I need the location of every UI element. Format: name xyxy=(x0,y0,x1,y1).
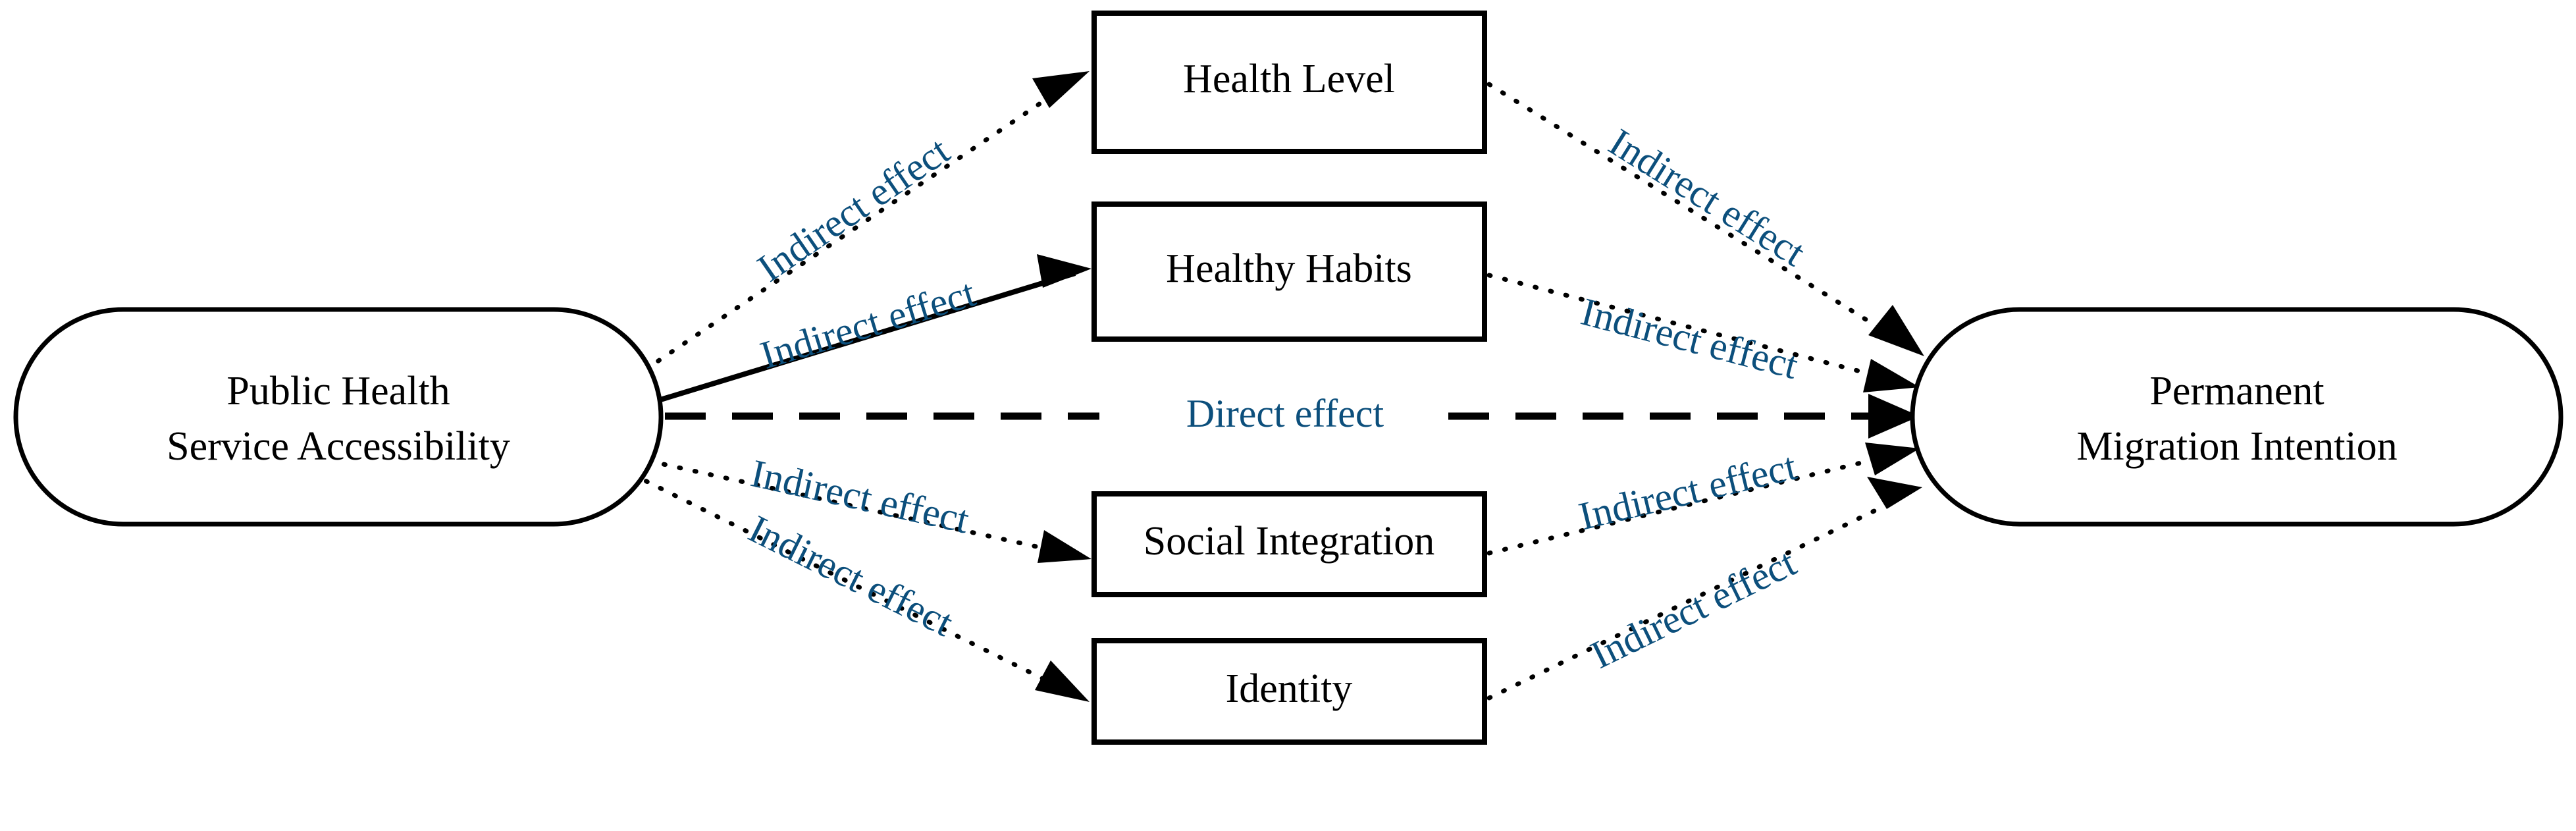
target-node-label-line2: Migration Intention xyxy=(2076,424,2397,469)
arrowhead-icon xyxy=(1038,530,1091,563)
edge-line-social-integration-pmi xyxy=(1486,452,1899,556)
mediator-node-label: Social Integration xyxy=(1143,519,1434,564)
node-public-health-service-accessibility[interactable]: Public Health Service Accessibility xyxy=(13,307,664,527)
node-social-integration[interactable]: Social Integration xyxy=(1091,491,1487,597)
edge-phsa-to-health-level xyxy=(629,71,1090,381)
arrowhead-icon xyxy=(1868,394,1920,439)
edge-healthy-habits-to-pmi xyxy=(1486,273,1920,392)
mediator-node-label: Identity xyxy=(1226,666,1353,711)
arrowhead-icon xyxy=(1865,442,1920,475)
mediator-node-shape xyxy=(1091,638,1487,745)
source-node-label-line2: Service Accessibility xyxy=(167,424,510,469)
target-node-shape xyxy=(1910,307,2563,527)
arrowhead-icon xyxy=(1867,477,1922,509)
arrowhead-icon xyxy=(1863,359,1920,392)
edge-phsa-to-social-integration xyxy=(646,458,1091,563)
mediator-node-shape xyxy=(1091,11,1487,154)
node-permanent-migration-intention[interactable]: Permanent Migration Intention xyxy=(1910,307,2563,527)
edge-line-phsa-health-level xyxy=(629,76,1079,381)
edge-health-level-to-pmi xyxy=(1486,82,1924,356)
edge-label-identity-pmi: Indirect effect xyxy=(1584,541,1802,677)
edge-label-health-level-pmi: Indirect effect xyxy=(1602,120,1813,275)
edge-identity-to-pmi xyxy=(1486,477,1922,701)
mediator-node-label: Health Level xyxy=(1183,57,1395,101)
edge-phsa-to-identity xyxy=(629,471,1090,702)
edge-social-integration-to-pmi xyxy=(1486,442,1920,556)
edge-line-identity-pmi xyxy=(1486,496,1903,701)
edge-phsa-to-pmi-direct xyxy=(665,394,1920,439)
edge-line-health-level-pmi xyxy=(1486,82,1905,345)
mediator-node-shape xyxy=(1091,201,1487,342)
target-node-label-line1: Permanent xyxy=(2149,369,2324,414)
edge-label-healthy-habits-pmi: Indirect effect xyxy=(1577,290,1802,387)
edge-line-phsa-social-integration xyxy=(646,458,1078,558)
source-node-shape xyxy=(13,307,664,527)
edge-line-phsa-identity xyxy=(629,471,1074,695)
arrowhead-icon xyxy=(1032,71,1090,108)
node-identity[interactable]: Identity xyxy=(1091,638,1487,745)
edge-label-social-integration-pmi: Indirect effect xyxy=(1575,444,1801,538)
node-healthy-habits[interactable]: Healthy Habits xyxy=(1091,201,1487,342)
edge-line-healthy-habits-pmi xyxy=(1486,273,1899,383)
edge-label-phsa-health-level: Indirect effect xyxy=(750,128,957,290)
mediator-node-shape xyxy=(1091,491,1487,597)
mediator-node-label: Healthy Habits xyxy=(1166,246,1412,291)
edge-label-direct-effect: Direct effect xyxy=(1186,392,1384,435)
edge-line-phsa-healthy-habits xyxy=(657,271,1076,403)
arrowhead-icon xyxy=(1037,254,1091,288)
edge-label-phsa-healthy-habits: Indirect effect xyxy=(755,271,980,377)
arrowhead-icon xyxy=(1035,660,1090,702)
source-node-label-line1: Public Health xyxy=(226,369,450,414)
arrowhead-icon xyxy=(1868,305,1924,356)
edge-phsa-to-healthy-habits xyxy=(657,254,1091,403)
node-health-level[interactable]: Health Level xyxy=(1091,11,1487,154)
